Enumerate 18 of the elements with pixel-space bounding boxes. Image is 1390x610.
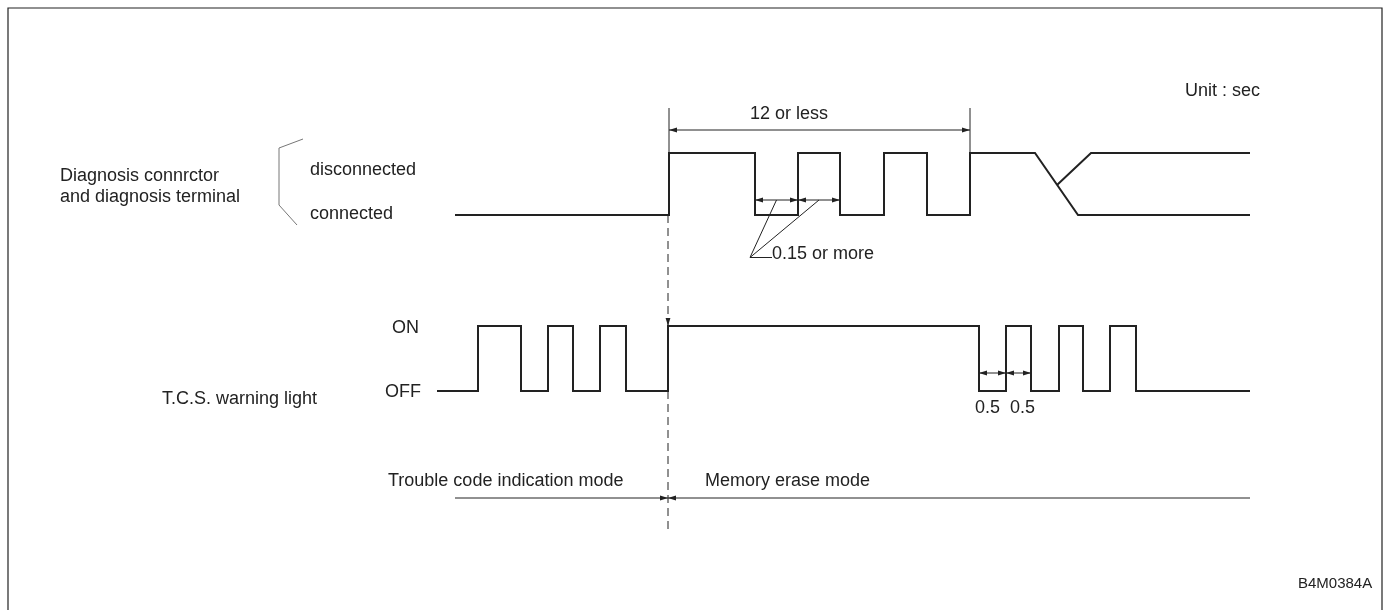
state-label: connected bbox=[310, 203, 394, 224]
dimension-line bbox=[754, 197, 799, 203]
unit-note: Unit : sec bbox=[1185, 80, 1261, 101]
dimension-value: 12 or less bbox=[750, 103, 829, 124]
dimension-value: 0.5 bbox=[1010, 397, 1036, 418]
state-label: ON bbox=[392, 317, 419, 338]
signal-name: T.C.S. warning light bbox=[162, 388, 318, 409]
dimension-value: 0.5 bbox=[975, 397, 1001, 418]
dimension-line bbox=[797, 197, 841, 203]
mode-label: Memory erase mode bbox=[705, 470, 871, 491]
state-label: OFF bbox=[385, 381, 421, 402]
mode-label: Trouble code indication mode bbox=[388, 470, 624, 491]
leader-line bbox=[749, 199, 820, 258]
state-label: disconnected bbox=[310, 159, 417, 180]
dimension-value: 0.15 or more bbox=[772, 243, 875, 264]
figure-code: B4M0384A bbox=[1298, 573, 1373, 593]
leader-line bbox=[749, 199, 777, 258]
signal-name: Diagnosis connrctor and diagnosis terminal bbox=[60, 165, 242, 207]
